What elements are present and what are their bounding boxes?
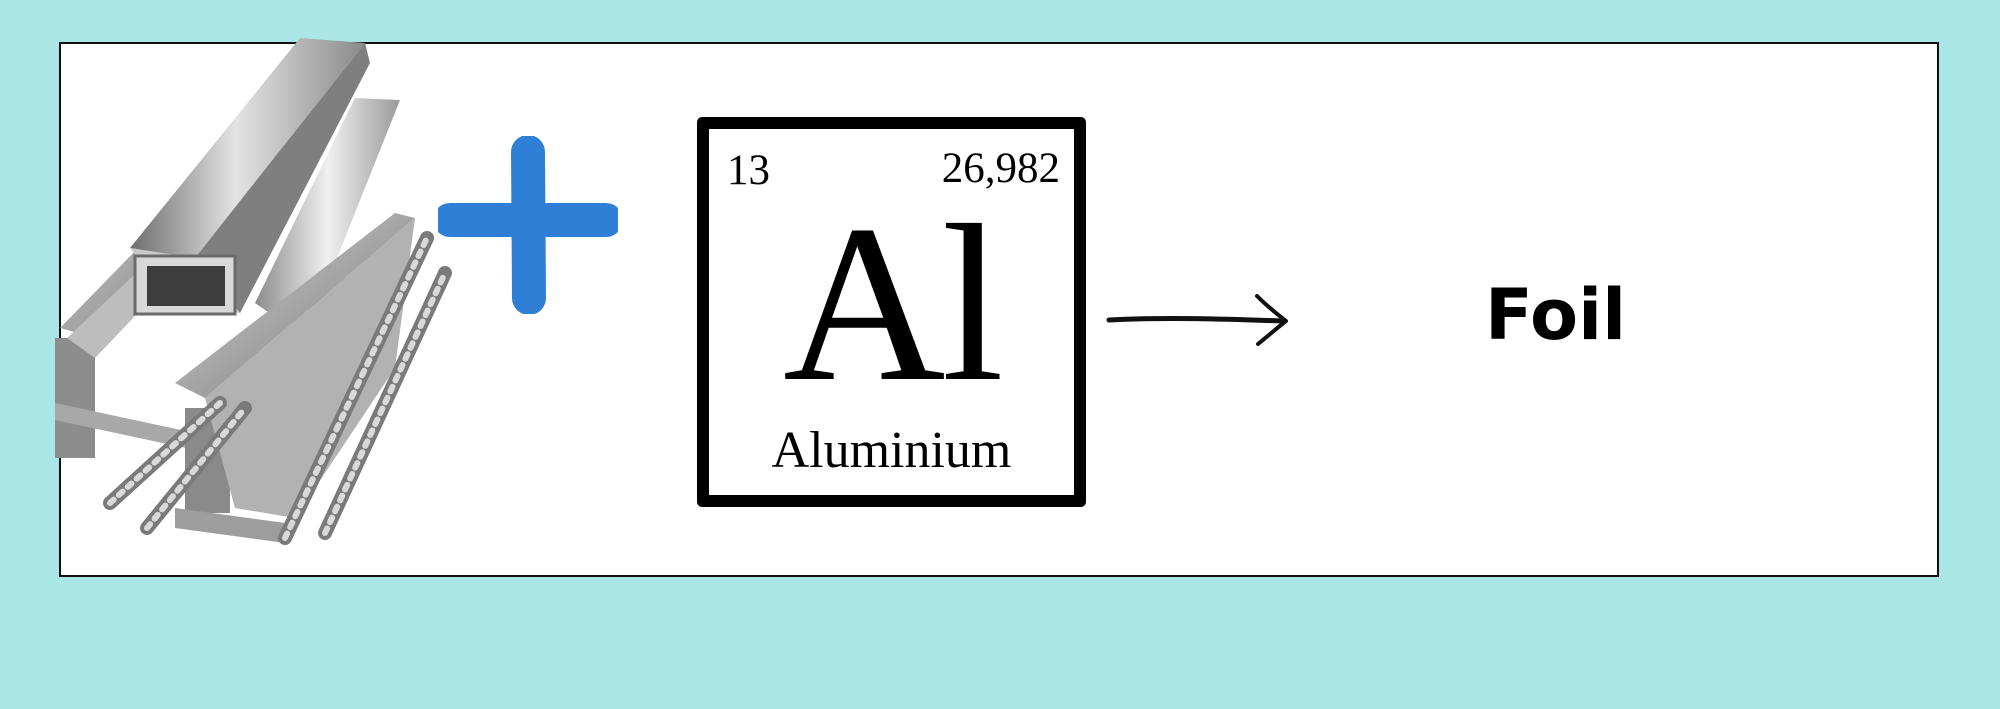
result-label: Foil xyxy=(1485,274,1627,356)
element-symbol: Al xyxy=(783,178,1004,428)
metal-profiles-icon xyxy=(55,38,452,545)
atomic-number: 13 xyxy=(727,147,770,194)
atomic-mass: 26,982 xyxy=(941,145,1060,192)
plus-icon xyxy=(438,136,618,314)
element-name: Aluminium xyxy=(771,422,1012,479)
element-tile: 13 26,982 Al Aluminium xyxy=(697,117,1086,507)
arrow-right-icon xyxy=(1106,294,1288,346)
